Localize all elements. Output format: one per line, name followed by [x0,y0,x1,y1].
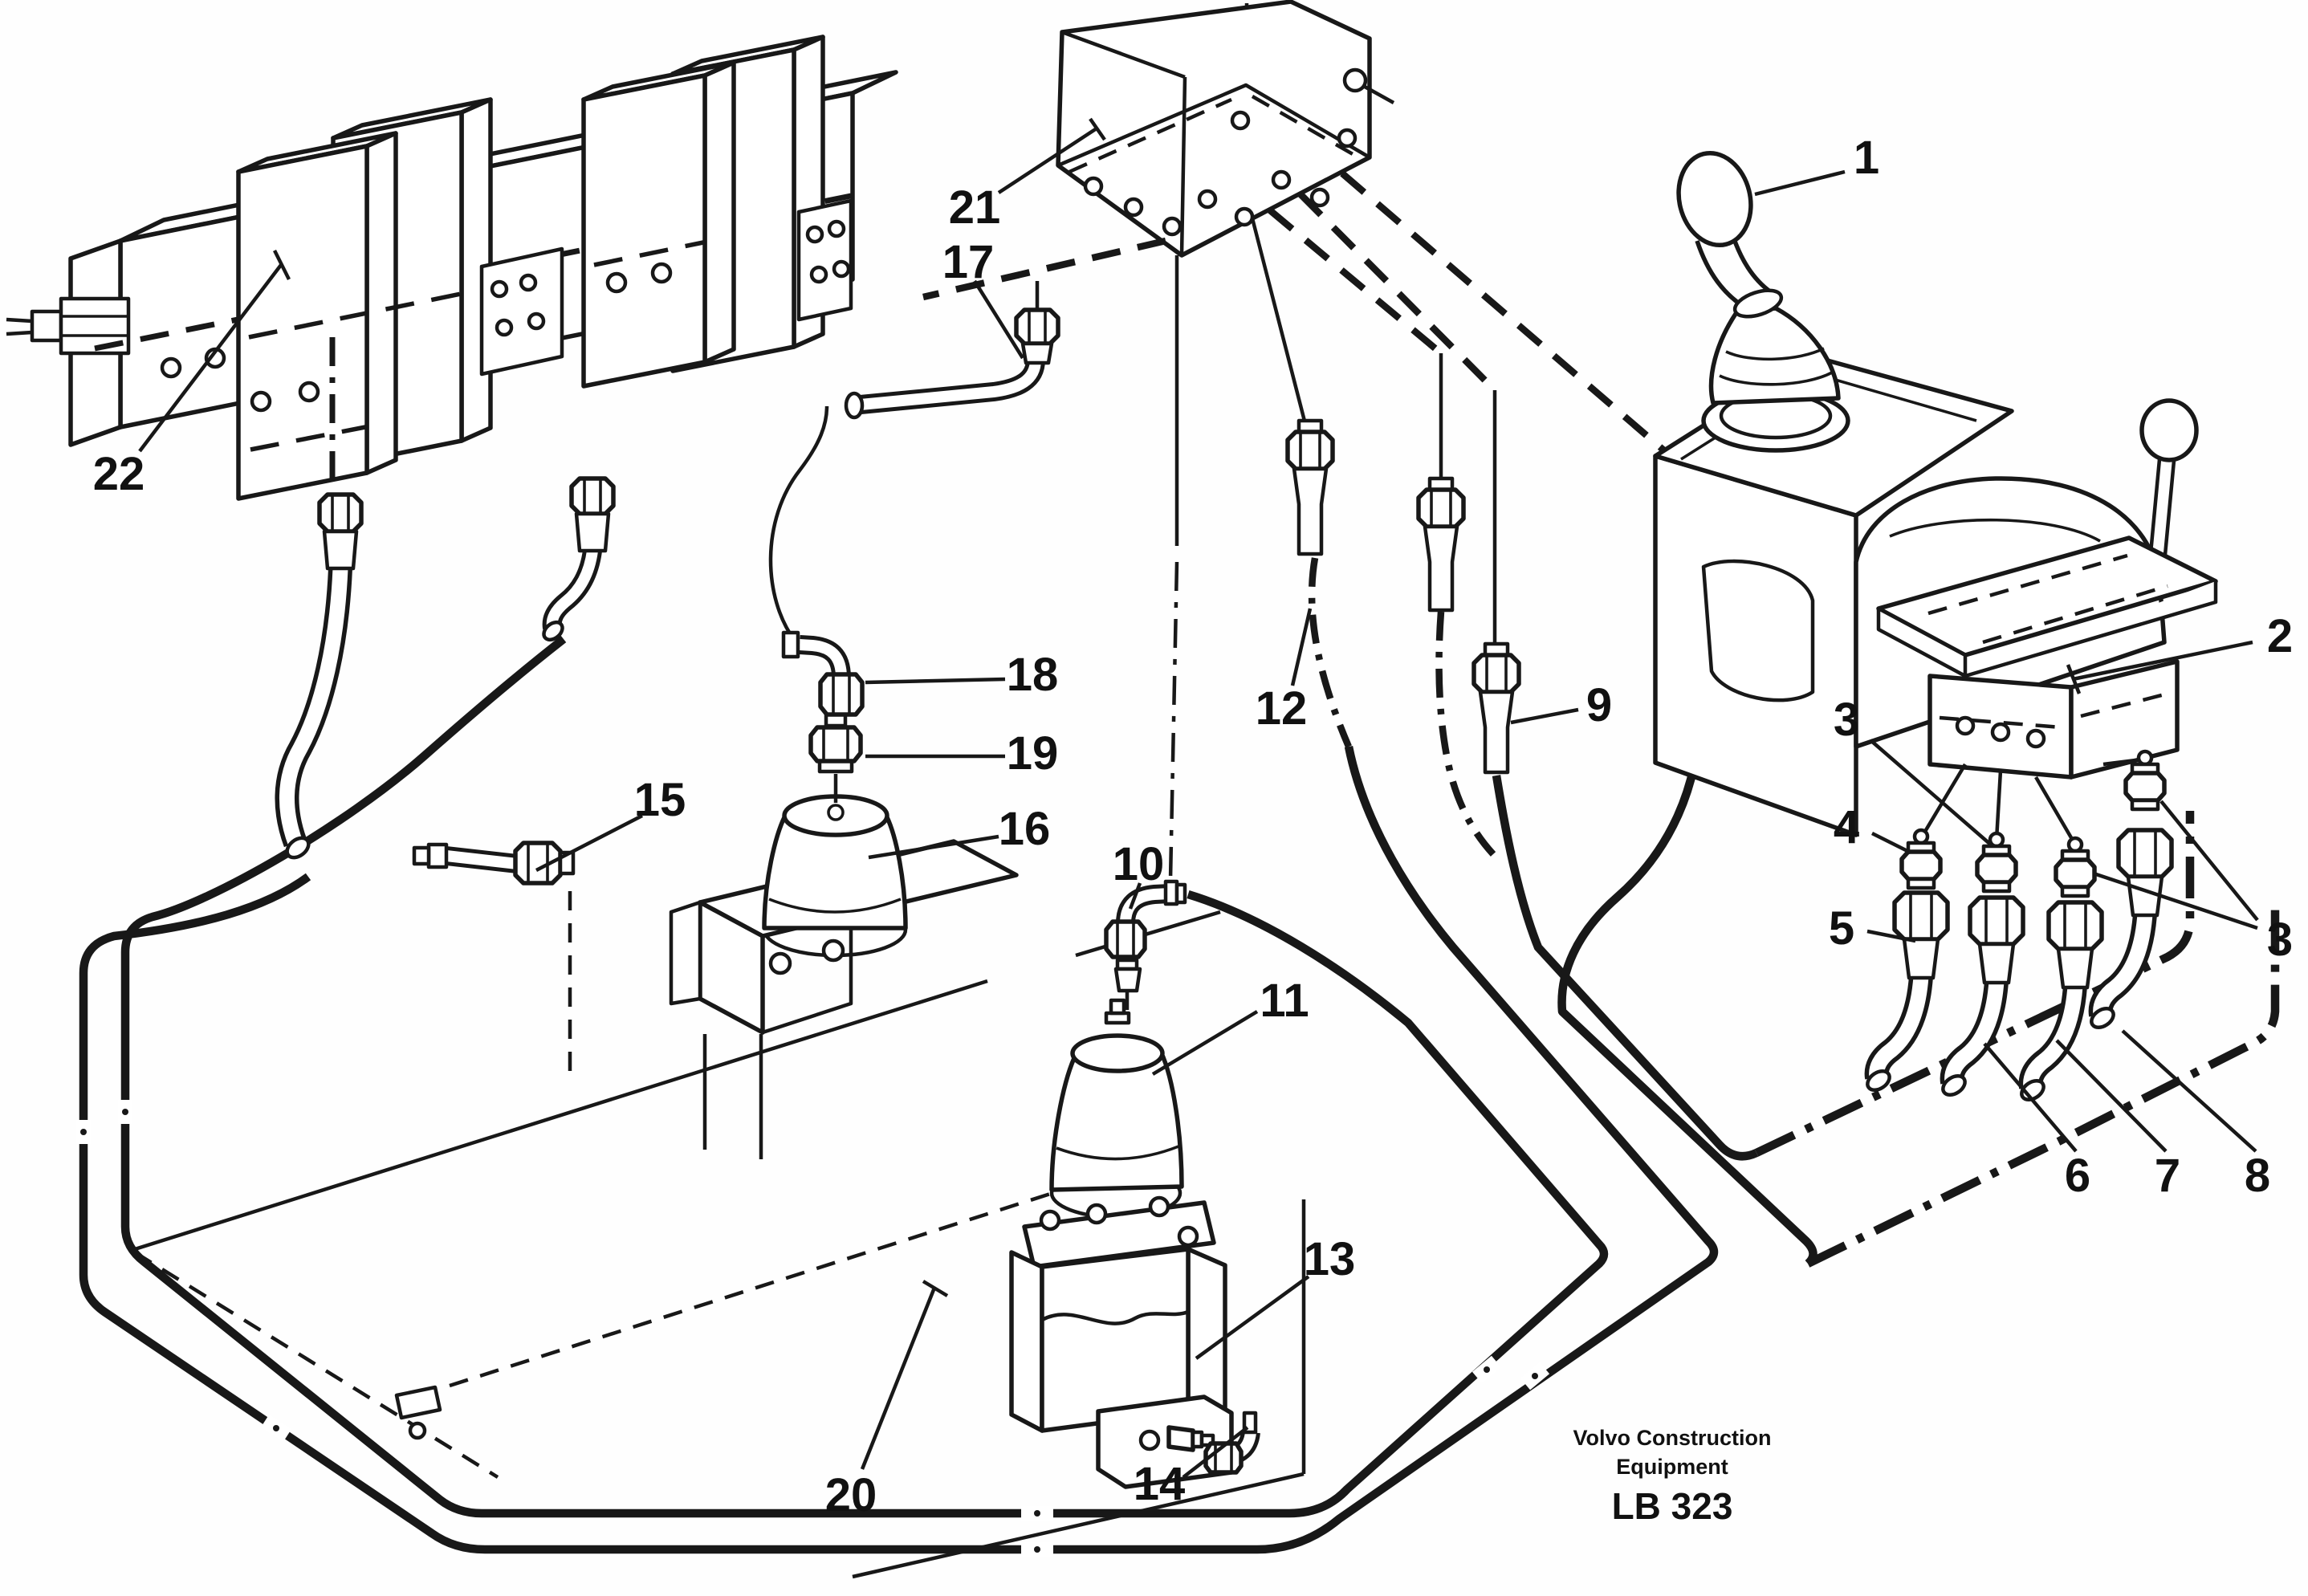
servo-hose [1940,831,2025,1097]
leader-line-16 [868,834,999,860]
leader-line-6 [1983,1042,2078,1153]
pilot-valve-11 [1009,879,1260,1489]
leader-line-12 [1290,608,1313,686]
leader-line-21 [997,127,1098,194]
plate-cutout [394,1385,442,1420]
part-number-8: 8 [2245,1150,2270,1202]
leader-line-1 [1754,169,1846,197]
part-number-13: 13 [1304,1233,1356,1285]
leader-line-2 [2072,640,2253,682]
leader-line-5 [1866,929,1916,943]
elbow-fitting-17 [844,281,1060,420]
servo-hose [2018,836,2104,1102]
elbow-fitting-18 [768,405,865,717]
part-number-10: 10 [1113,838,1165,890]
base-plate [1876,535,2218,678]
leader-line-10 [1128,882,1142,910]
leader-line-7 [2055,1039,2168,1153]
bank-hose-b [542,476,616,642]
inline-fitting-15 [412,841,576,886]
pilot-valve-16 [669,405,1019,1035]
leader-line-11 [1151,1010,1259,1076]
footer: Volvo Construction Equipment LB 323 [1573,1426,1772,1527]
part-number-18: 18 [1007,649,1059,701]
leader-line-20 [860,1287,937,1470]
part-number-7: 7 [2155,1150,2180,1202]
part-number-14: 14 [1134,1458,1186,1510]
part-number-9: 9 [1586,679,1612,731]
part-number-3: 3 [1834,694,1859,746]
part-number-4: 4 [1834,801,1859,853]
part-number-17: 17 [942,236,995,288]
part-number-2: 2 [2267,610,2293,662]
mounting-plate [133,891,1306,1579]
servo-hose [2088,749,2174,1030]
fitting-19 [808,712,863,774]
valve-bank-22 [6,35,898,860]
port-holes [160,219,851,413]
brand-line-2: Equipment [1616,1455,1728,1479]
leader-line-3 [2093,871,2258,930]
servo-hoses [1864,749,2174,1102]
leader-line-15 [535,813,644,873]
junction-box-21 [922,0,1703,881]
leader-line-3 [1869,739,1994,848]
part-number-21: 21 [949,181,1001,234]
leader-line-22 [138,263,283,453]
part-number-11: 11 [1260,975,1309,1027]
box-fitting [1342,67,1368,93]
part-number-6: 6 [2065,1150,2090,1202]
elbow-fitting-14 [1203,1411,1260,1475]
hose-fitting-12 [1285,418,1335,556]
joystick-console-1 [1653,150,2218,846]
leader-line-8 [2121,1029,2257,1153]
leader-line-17 [973,279,1024,360]
figure-code: LB 323 [1612,1485,1733,1527]
part-number-19: 19 [1007,727,1059,780]
hose-fitting-9 [1472,641,1521,775]
part-number-20: 20 [825,1469,877,1521]
hex-plug [6,296,131,356]
bank-hose-a [275,492,364,860]
leader-line-4 [1870,831,1912,855]
part-number-16: 16 [999,803,1051,855]
valve-section [236,97,493,501]
joystick-lever [1676,150,1850,453]
valve-section [581,35,825,389]
servo-hose [1864,828,1950,1093]
hose-routing [75,482,2280,1557]
hose-fitting-b [1416,476,1496,857]
bracket-2 [1919,659,2180,846]
part-number-22: 22 [93,448,145,500]
leader-lines [138,127,2259,1479]
part-number-5: 5 [1829,902,1854,955]
leader-line-3 [2159,800,2259,922]
part-number-1: 1 [1854,132,1879,184]
hose-12-run [1308,557,1352,748]
box-holes [1083,110,1358,237]
leader-line-14 [1182,1426,1249,1479]
brand-line-1: Volvo Construction [1573,1426,1772,1450]
part-number-3: 3 [2267,914,2293,966]
part-number-15: 15 [634,774,686,826]
part-number-12: 12 [1256,682,1308,735]
joystick-knob [1676,150,1753,248]
elbow-fitting-10 [1104,879,1187,1010]
leader-line-9 [1510,707,1579,725]
leader-line-18 [865,677,1006,685]
leader-line-13 [1195,1275,1310,1360]
